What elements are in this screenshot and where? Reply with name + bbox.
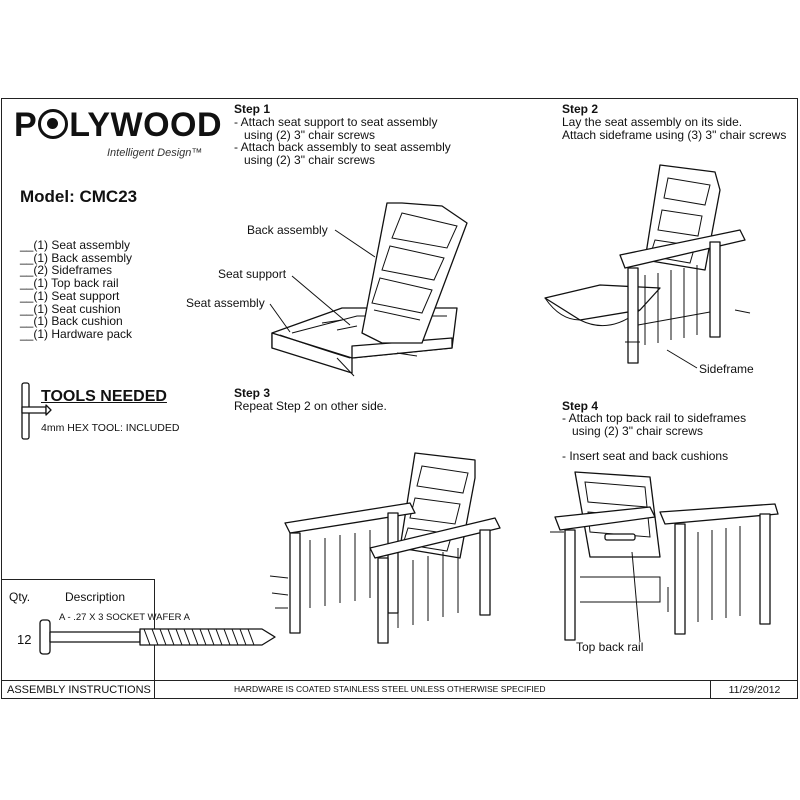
footer-hardware-note: HARDWARE IS COATED STAINLESS STEEL UNLES… bbox=[234, 684, 546, 694]
step-1-text: - Attach seat support to seat assembly u… bbox=[234, 115, 451, 167]
hardware-qty-value: 12 bbox=[17, 632, 32, 647]
logo-tagline: Intelligent Design™ bbox=[107, 147, 203, 159]
step-2-illustration bbox=[544, 164, 751, 364]
footer-date: 11/29/2012 bbox=[710, 681, 798, 699]
part-item: __(1) Back assembly bbox=[20, 250, 133, 265]
part-item: __(1) Hardware pack bbox=[20, 326, 133, 341]
part-item: __(1) Top back rail bbox=[20, 276, 119, 291]
hardware-table: Qty. Description A - .27 X 3 SOCKET WAFE… bbox=[1, 579, 190, 681]
step-3-text: Repeat Step 2 on other side. bbox=[234, 399, 387, 413]
callout-back-assembly: Back assembly bbox=[247, 223, 328, 237]
parts-checklist: __(1) Seat assembly __(1) Back assembly … bbox=[20, 239, 132, 341]
part-item: __(1) Seat cushion bbox=[20, 301, 121, 316]
step-4-illustration bbox=[550, 471, 779, 641]
description-header: Description bbox=[65, 590, 126, 604]
step-3-illustration bbox=[269, 452, 501, 644]
screw-icon bbox=[39, 619, 276, 655]
part-item: __(1) Seat assembly bbox=[20, 238, 131, 252]
logo-o-mark bbox=[38, 109, 69, 139]
step-4-title: Step 4 bbox=[562, 399, 599, 413]
tools-needed-title: TOOLS NEEDED bbox=[41, 388, 167, 405]
qty-header: Qty. bbox=[9, 590, 31, 604]
step-1-title: Step 1 bbox=[234, 102, 271, 116]
hex-tool-icon bbox=[21, 382, 52, 440]
footer-bar: ASSEMBLY INSTRUCTIONS HARDWARE IS COATED… bbox=[1, 680, 798, 699]
instruction-sheet-border bbox=[1, 98, 798, 699]
part-item: __(1) Seat support bbox=[20, 288, 120, 303]
callout-sideframe: Sideframe bbox=[699, 362, 754, 376]
part-item: __(2) Sideframes bbox=[20, 263, 113, 278]
step-1-illustration bbox=[271, 202, 468, 377]
step-3-title: Step 3 bbox=[234, 386, 271, 400]
step-4-text: - Attach top back rail to sideframes usi… bbox=[562, 411, 747, 463]
model-number: Model: CMC23 bbox=[20, 187, 138, 206]
callout-top-back-rail: Top back rail bbox=[576, 640, 644, 654]
step-2-title: Step 2 bbox=[562, 102, 599, 116]
hardware-item-label: A - .27 X 3 SOCKET WAFER A bbox=[59, 612, 190, 623]
callout-seat-support: Seat support bbox=[218, 267, 287, 281]
part-item: __(1) Back cushion bbox=[20, 314, 123, 329]
callout-seat-assembly: Seat assembly bbox=[186, 296, 265, 310]
tools-needed-item: 4mm HEX TOOL: INCLUDED bbox=[41, 422, 180, 434]
footer-assembly-instructions: ASSEMBLY INSTRUCTIONS bbox=[1, 681, 155, 699]
step-2-text: Lay the seat assembly on its side. Attac… bbox=[562, 115, 787, 142]
